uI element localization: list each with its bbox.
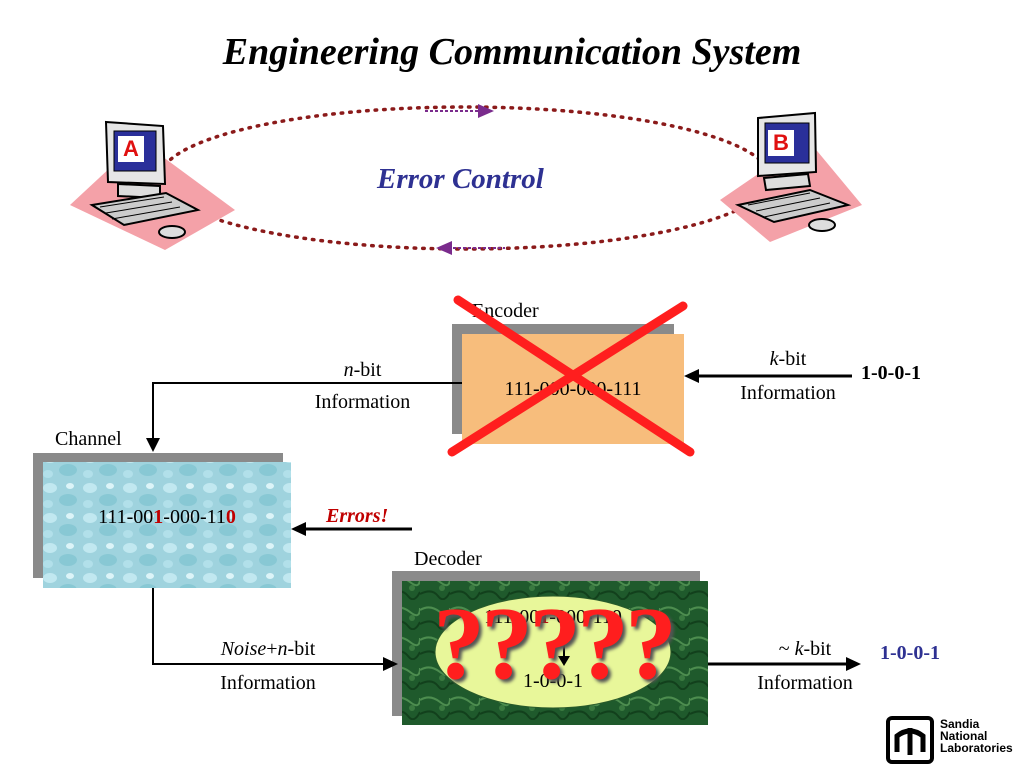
channel-label: Channel (55, 428, 122, 450)
error-bit: 0 (225, 506, 236, 528)
encoder-input-label: k-bit Information (725, 342, 851, 410)
encoder-label: Encoder (472, 300, 539, 322)
decoder-ellipse (434, 595, 672, 709)
errors-label: Errors! (326, 505, 389, 527)
bit-text: -bit (778, 348, 807, 370)
computer-a-label: A (118, 136, 144, 162)
information-text: Information (740, 382, 836, 404)
arrow-channel-to-decoder (152, 588, 385, 665)
bit-text: -bit (353, 359, 382, 381)
decoder-code: 111-001-000-110 (484, 606, 622, 628)
decoder-label: Decoder (414, 548, 482, 570)
k-italic: k (769, 348, 779, 370)
purple-arrow-left (436, 241, 505, 255)
encoder-input-value: 1-0-0-1 (861, 362, 921, 384)
error-control-label: Error Control (377, 163, 544, 195)
page-title: Engineering Communication System (222, 31, 802, 73)
sandia-logo-icon (886, 716, 934, 764)
channel-box (43, 462, 291, 588)
decoder-input-label: Noise+n-bit Information (220, 638, 316, 694)
encoder-output-label: n-bit Information (300, 354, 425, 418)
computer-b-label: B (768, 130, 794, 156)
error-bit: 1 (153, 506, 164, 528)
n-italic: n (343, 359, 354, 381)
decoder-output-label: ~ k-bit Information (757, 638, 853, 694)
information-text: Information (314, 391, 411, 413)
question-marks: ????? (433, 586, 677, 701)
decoder-decoded: 1-0-0-1 (523, 670, 583, 692)
sandia-logo-text: Sandia National Laboratories (940, 717, 1013, 755)
arrow-encoder-to-channel (152, 382, 462, 443)
computer-a-icon (70, 120, 235, 250)
encoder-code: 111-000-000-111 (504, 378, 642, 400)
decoder-output-value: 1-0-0-1 (880, 642, 940, 664)
purple-arrow-right (425, 104, 494, 118)
channel-code: 111-001-000-110 (98, 506, 236, 528)
